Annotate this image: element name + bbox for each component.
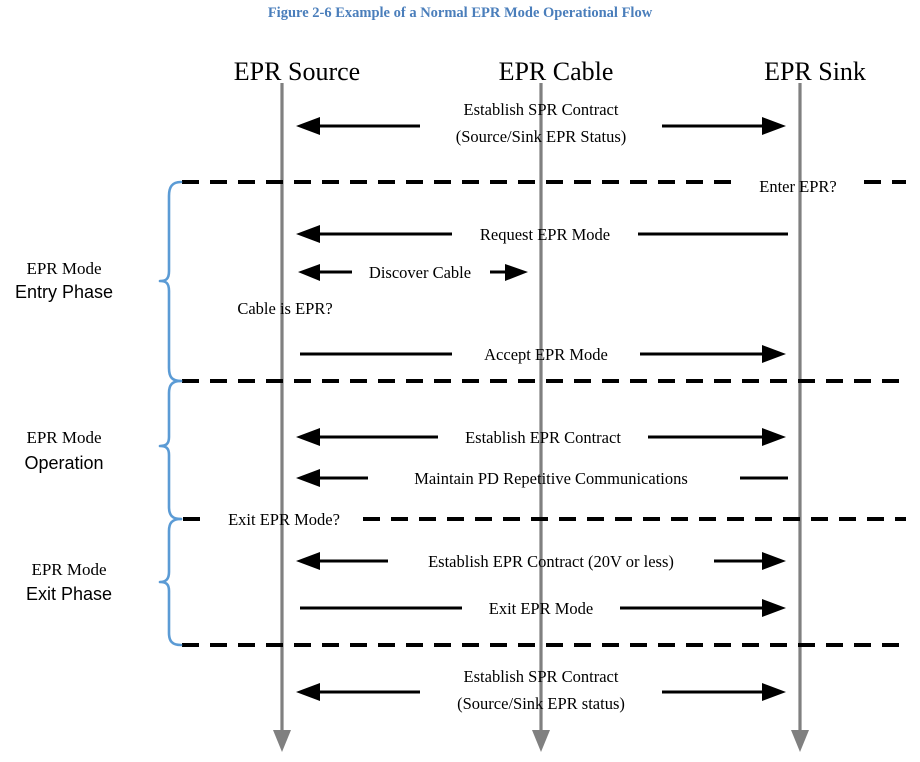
divider-label: Enter EPR? xyxy=(759,177,836,196)
actor-header-source: EPR Source xyxy=(234,57,360,86)
lifeline-sink xyxy=(791,83,809,752)
arrow-left-icon xyxy=(296,552,320,570)
message-label-line2: (Source/Sink EPR status) xyxy=(457,694,625,713)
arrow-right-icon xyxy=(762,428,786,446)
divider-enter-epr: Enter EPR? xyxy=(182,177,906,196)
lifeline-end-arrow-icon xyxy=(791,730,809,752)
message-establish-spr-contract-bottom: Establish SPR Contract (Source/Sink EPR … xyxy=(296,667,786,713)
message-maintain-pd-repetitive-communications: Maintain PD Repetitive Communications xyxy=(296,469,788,488)
phase-entry: EPR Mode Entry Phase xyxy=(15,180,183,383)
message-establish-epr-contract: Establish EPR Contract xyxy=(296,428,786,447)
message-label: Exit EPR Mode xyxy=(489,599,594,618)
phase-label-line1: EPR Mode xyxy=(26,428,101,447)
message-establish-epr-contract-20v: Establish EPR Contract (20V or less) xyxy=(296,552,786,571)
lifeline-end-arrow-icon xyxy=(532,730,550,752)
message-label: Establish EPR Contract (20V or less) xyxy=(428,552,674,571)
phase-label-line1: EPR Mode xyxy=(31,560,106,579)
brace-icon xyxy=(158,180,183,383)
actor-header-sink: EPR Sink xyxy=(764,57,866,86)
phase-operation: EPR Mode Operation xyxy=(24,379,183,521)
arrow-left-icon xyxy=(296,225,320,243)
phase-label-line2: Exit Phase xyxy=(26,584,112,604)
arrow-right-icon xyxy=(505,264,528,281)
phase-label-line2: Operation xyxy=(24,453,103,473)
arrow-left-icon xyxy=(296,428,320,446)
arrow-left-icon xyxy=(296,683,320,701)
message-label: Establish SPR Contract xyxy=(464,667,619,686)
arrow-left-icon xyxy=(296,469,320,487)
divider-label: Exit EPR Mode? xyxy=(228,510,340,529)
message-label: Establish EPR Contract xyxy=(465,428,621,447)
arrow-right-icon xyxy=(762,117,786,135)
phase-label-line1: EPR Mode xyxy=(26,259,101,278)
divider-exit-epr: Exit EPR Mode? xyxy=(183,510,906,529)
lifeline-end-arrow-icon xyxy=(273,730,291,752)
arrow-right-icon xyxy=(762,683,786,701)
message-request-epr-mode: Request EPR Mode xyxy=(296,225,788,244)
brace-icon xyxy=(158,517,183,647)
message-label-line2: (Source/Sink EPR Status) xyxy=(456,127,627,146)
arrow-left-icon xyxy=(296,117,320,135)
phase-exit: EPR Mode Exit Phase xyxy=(26,517,183,647)
figure-title: Figure 2-6 Example of a Normal EPR Mode … xyxy=(268,5,653,21)
arrow-left-icon xyxy=(298,264,320,281)
lifeline-source xyxy=(273,83,291,752)
message-label: Maintain PD Repetitive Communications xyxy=(414,469,688,488)
note-cable-is-epr: Cable is EPR? xyxy=(237,299,332,318)
message-accept-epr-mode: Accept EPR Mode xyxy=(300,345,786,364)
message-discover-cable: Discover Cable xyxy=(298,263,528,282)
message-exit-epr-mode: Exit EPR Mode xyxy=(300,599,786,618)
message-label: Discover Cable xyxy=(369,263,471,282)
phase-label-line2: Entry Phase xyxy=(15,282,113,302)
arrow-right-icon xyxy=(762,552,786,570)
brace-icon xyxy=(158,379,183,521)
actor-header-cable: EPR Cable xyxy=(499,57,614,86)
lifeline-cable xyxy=(532,83,550,752)
arrow-right-icon xyxy=(762,599,786,617)
message-establish-spr-contract-top: Establish SPR Contract (Source/Sink EPR … xyxy=(296,100,786,146)
message-label: Establish SPR Contract xyxy=(464,100,619,119)
arrow-right-icon xyxy=(762,345,786,363)
message-label: Request EPR Mode xyxy=(480,225,610,244)
message-label: Accept EPR Mode xyxy=(484,345,608,364)
